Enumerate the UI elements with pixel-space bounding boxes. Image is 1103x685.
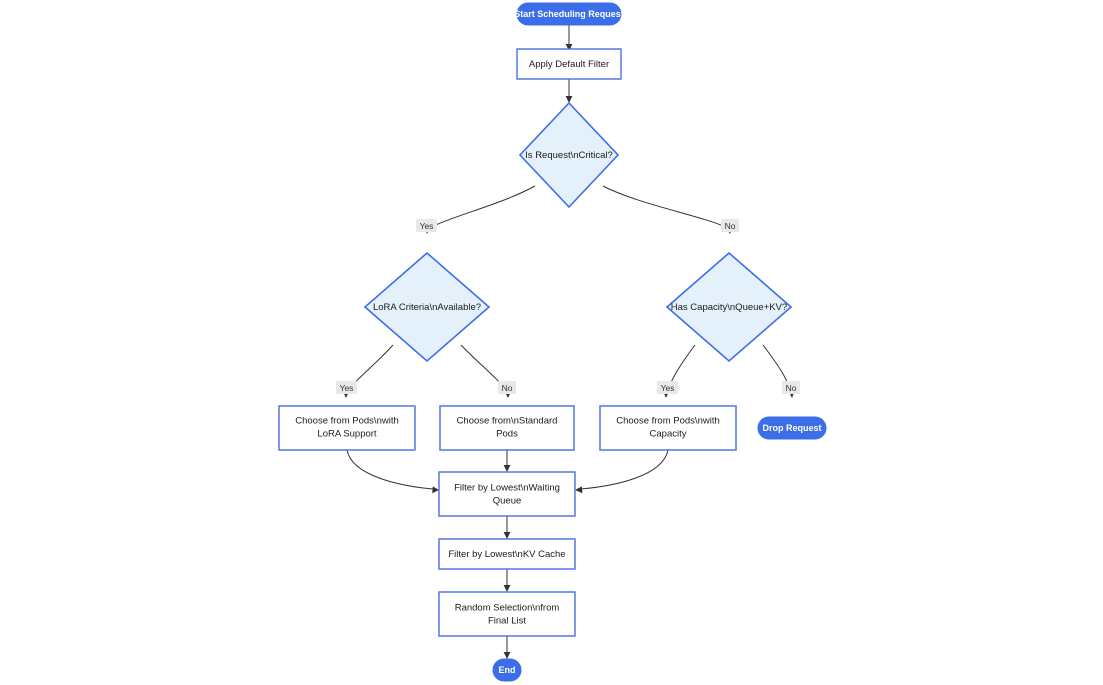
node-lora-criteria-available[interactable]: LoRA Criteria\nAvailable?: [363, 251, 491, 363]
edge-label-critical-no: No: [721, 219, 739, 232]
edge-label-lora-no: No: [498, 381, 516, 394]
node-label-line1: Choose from Pods\nwith: [295, 416, 399, 427]
edge-cappods-to-waitqueue: [575, 449, 669, 494]
node-label-line2: Queue: [493, 496, 522, 507]
edge-start-to-default: [565, 25, 573, 51]
edge-label-lora-yes: Yes: [336, 381, 357, 394]
node-label: Apply Default Filter: [529, 59, 609, 70]
node-is-request-critical[interactable]: Is Request\nCritical?: [518, 101, 620, 209]
node-label: LoRA Criteria\nAvailable?: [373, 302, 481, 313]
node-label-line2: Capacity: [650, 429, 687, 440]
edge-label-text: Yes: [340, 383, 354, 393]
node-label: End: [499, 665, 516, 675]
edge-waitqueue-to-kvcache: [503, 516, 511, 539]
node-label-line1: Choose from\nStandard: [457, 416, 558, 427]
edge-kvcache-to-random: [503, 569, 511, 592]
node-label: Filter by Lowest\nKV Cache: [448, 549, 565, 560]
node-random-selection-final-list[interactable]: Random Selection\nfrom Final List: [438, 591, 576, 637]
node-drop-request[interactable]: Drop Request: [757, 416, 827, 440]
node-label-line2: Final List: [488, 616, 526, 627]
node-end[interactable]: End: [492, 658, 522, 682]
node-choose-standard-pods[interactable]: Choose from\nStandard Pods: [439, 405, 575, 451]
node-choose-pods-with-capacity[interactable]: Choose from Pods\nwith Capacity: [599, 405, 737, 451]
node-label: Drop Request: [762, 423, 821, 433]
node-label-line1: Random Selection\nfrom: [455, 603, 560, 614]
node-layer: Start Scheduling Request Apply Default F…: [278, 2, 827, 682]
edge-critical-to-lora: [424, 185, 536, 234]
edge-label-capacity-yes: Yes: [657, 381, 678, 394]
node-label-line2: Pods: [496, 429, 518, 440]
node-filter-lowest-waiting-queue[interactable]: Filter by Lowest\nWaiting Queue: [438, 471, 576, 517]
edge-label-layer: Yes No Yes No Yes No: [336, 219, 800, 394]
edge-label-capacity-no: No: [782, 381, 800, 394]
edge-label-text: Yes: [420, 221, 434, 231]
node-label-line2: LoRA Support: [317, 429, 377, 440]
node-apply-default-filter[interactable]: Apply Default Filter: [516, 48, 622, 80]
edge-label-text: No: [786, 383, 797, 393]
edge-label-text: No: [725, 221, 736, 231]
node-label: Start Scheduling Request: [514, 9, 624, 19]
node-has-capacity-queue-kv[interactable]: Has Capacity\nQueue+KV?: [665, 251, 793, 363]
edge-label-critical-yes: Yes: [416, 219, 437, 232]
edge-default-to-critical: [565, 79, 573, 103]
edge-critical-to-capacity: [602, 185, 733, 234]
edge-random-to-end: [503, 636, 511, 659]
edge-stdpods-to-waitqueue: [503, 450, 511, 472]
node-choose-pods-lora-support[interactable]: Choose from Pods\nwith LoRA Support: [278, 405, 416, 451]
node-start-scheduling-request[interactable]: Start Scheduling Request: [514, 2, 624, 26]
edge-lorapods-to-waitqueue: [346, 449, 439, 494]
node-label-line1: Filter by Lowest\nWaiting: [454, 483, 560, 494]
edge-label-text: Yes: [661, 383, 675, 393]
node-label-line1: Choose from Pods\nwith: [616, 416, 720, 427]
node-label: Is Request\nCritical?: [525, 150, 613, 161]
node-filter-lowest-kv-cache[interactable]: Filter by Lowest\nKV Cache: [438, 538, 576, 570]
node-label: Has Capacity\nQueue+KV?: [671, 302, 787, 313]
edge-label-text: No: [502, 383, 513, 393]
